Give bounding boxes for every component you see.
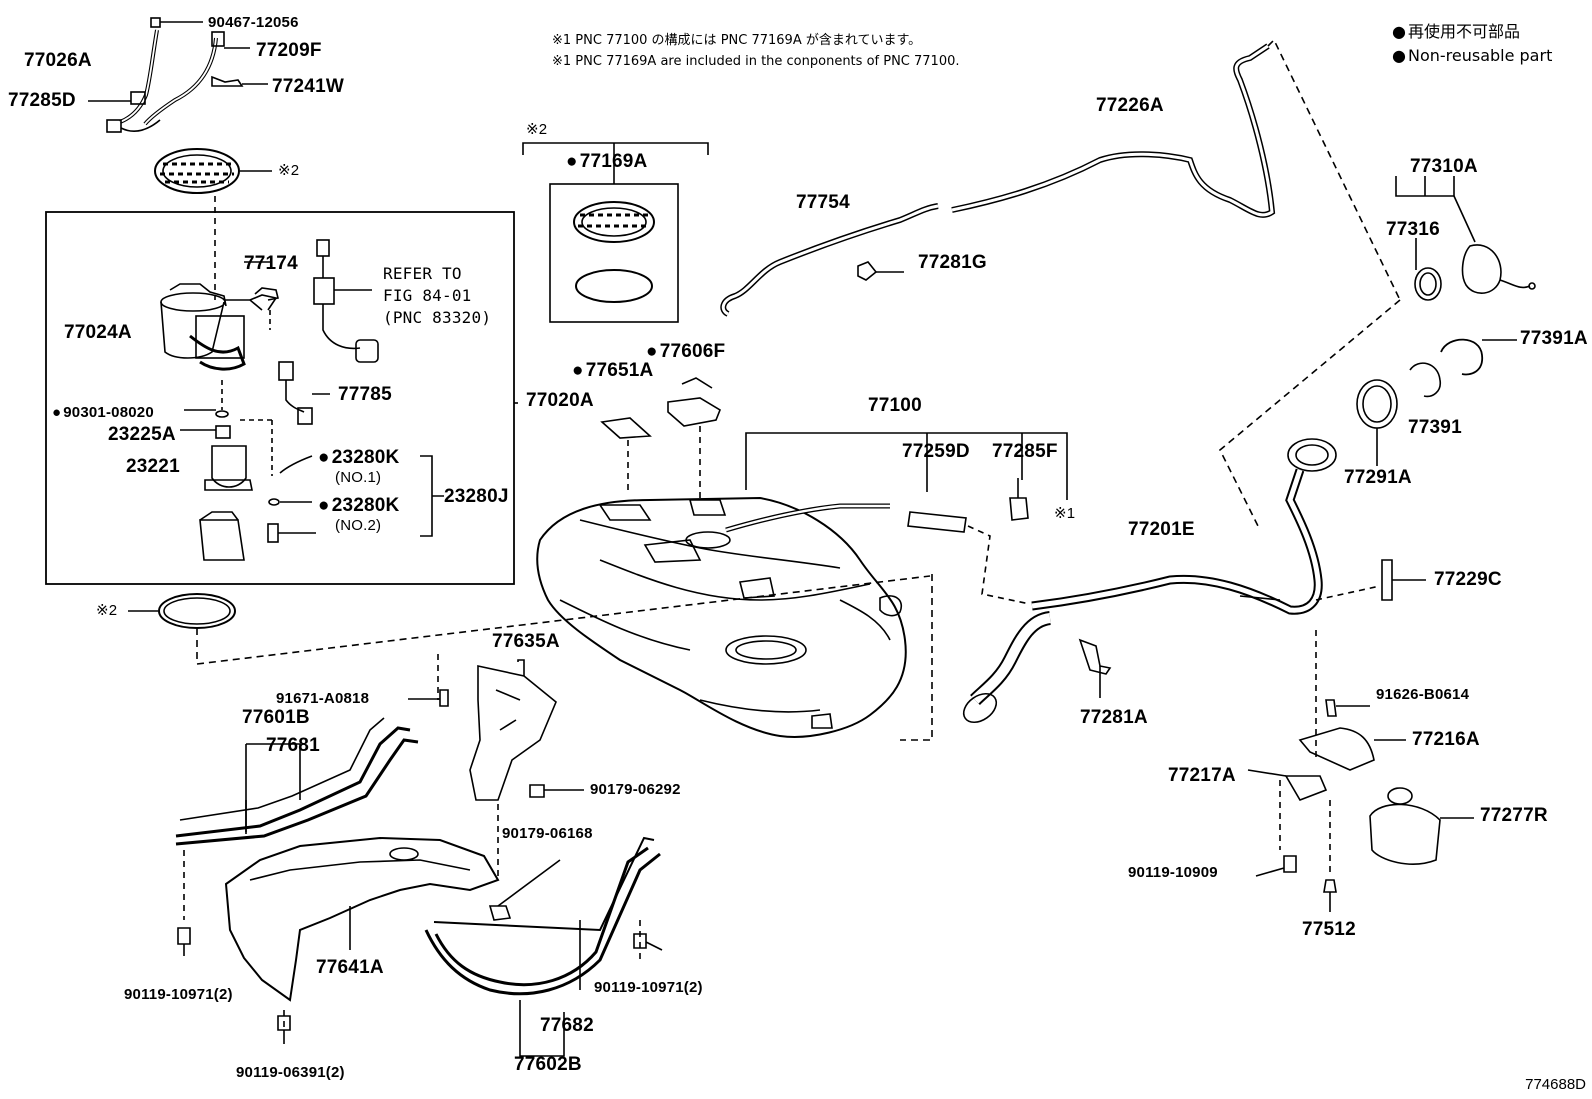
part-label[interactable]: 77226A [1096,95,1164,116]
part-label[interactable]: 77754 [796,192,850,213]
part-label[interactable]: 77201E [1128,519,1195,540]
part-label[interactable]: 77209F [256,40,322,61]
clip-77285F [1009,497,1029,521]
note-en: ※1 PNC 77169A are included in the conpon… [552,54,960,69]
part-label[interactable]: 77291A [1344,467,1412,488]
part-label[interactable]: 77277R [1480,805,1548,826]
part-sublabel: (NO.1) [335,469,382,486]
refer-line3: (PNC 83320) [383,308,492,327]
part-label-nonreusable[interactable]: 90301-08020 [52,405,154,420]
part-label[interactable]: 77285D [8,90,76,111]
bracket-77100 [745,432,1068,500]
part-label[interactable]: 77100 [868,395,922,416]
part-label[interactable]: 77681 [266,735,320,756]
hose-77259D [907,511,967,533]
gasket-left [158,593,236,629]
fuel-pump-module [160,261,278,371]
part-label[interactable]: 77024A [64,322,132,343]
part-label[interactable]: 77174 [244,253,298,274]
part-label[interactable]: 23280J [444,486,509,507]
connector-77785 [278,361,330,425]
part-label[interactable]: 77217A [1168,765,1236,786]
part-label[interactable]: 77216A [1412,729,1480,750]
part-label[interactable]: 77391A [1520,328,1588,349]
part-label-nonreusable[interactable]: 23280K [318,448,400,467]
clip-77281A [1078,638,1112,675]
vent-tube-77754 [720,203,939,317]
bracket-23280J [420,455,444,537]
strap-77682 [424,836,663,1057]
sender-gauge-parts [88,17,272,194]
mark-2: ※2 [96,602,118,619]
mark-2: ※2 [278,162,300,179]
part-label[interactable]: 77391 [1408,417,1462,438]
part-label-nonreusable[interactable]: 77606F [646,342,725,361]
part-label[interactable]: 77285F [992,441,1058,462]
clip-77281G [857,261,904,281]
part-label[interactable]: 90119-10909 [1128,864,1218,881]
part-label-nonreusable[interactable]: 23280K [318,496,400,515]
mark-2: ※2 [526,121,548,138]
legend-en: Non-reusable part [1392,46,1552,65]
part-label[interactable]: 90119-10971(2) [124,986,233,1003]
part-label[interactable]: 77641A [316,957,384,978]
filler-pipe-77201E [962,438,1337,724]
part-label[interactable]: 90467-12056 [208,14,299,31]
refer-line1: REFER TO [383,264,462,283]
part-label[interactable]: 77512 [1302,919,1356,940]
part-label[interactable]: 23221 [126,456,180,477]
kit-bracket [522,142,709,155]
part-label[interactable]: 90119-10971(2) [594,979,703,996]
figure-code: 774688D [1525,1076,1586,1093]
part-sublabel: (NO.2) [335,517,382,534]
part-label[interactable]: 77601B [242,707,310,728]
mark-1: ※1 [1054,505,1076,522]
part-label[interactable]: 77281A [1080,707,1148,728]
strap-77601B [175,717,419,956]
kit-77169A-parts [573,201,655,303]
part-label[interactable]: 23225A [108,424,176,445]
part-label[interactable]: 77682 [540,1015,594,1036]
part-label[interactable]: 77229C [1434,569,1502,590]
part-label[interactable]: 77635A [492,631,560,652]
part-label[interactable]: 77316 [1386,219,1440,240]
part-label[interactable]: 91626-B0614 [1376,686,1470,703]
pump-filter-parts [180,380,316,561]
part-label[interactable]: 77026A [24,50,92,71]
part-label[interactable]: 77241W [272,76,344,97]
part-label[interactable]: 90119-06391(2) [236,1064,345,1081]
part-label[interactable]: 90179-06292 [590,781,681,798]
part-label[interactable]: 91671-A0818 [276,690,370,707]
note-ja: ※1 PNC 77100 の構成には PNC 77169A が含まれています。 [552,33,922,48]
fuel-tank [536,496,933,741]
part-label[interactable]: 77020A [526,390,594,411]
clamp-77229C [1381,559,1426,601]
fuel-cap-parts [1356,176,1536,466]
bracket-77635A [408,654,584,921]
part-label-nonreusable[interactable]: 77169A [566,152,648,171]
part-label-nonreusable[interactable]: 77651A [572,361,654,380]
legend-ja: 再使用不可部品 [1392,22,1520,41]
pump-bracket-77174 [254,287,279,301]
refer-line2: FIG 84-01 [383,286,472,305]
vent-tube-77226A [951,38,1401,531]
part-label[interactable]: 77310A [1410,156,1478,177]
pump-assembly-box [45,211,515,585]
part-label[interactable]: 90179-06168 [502,825,593,842]
pads [600,377,721,502]
part-label[interactable]: 77259D [902,441,970,462]
connector-83320 [313,239,379,363]
part-label[interactable]: 77785 [338,384,392,405]
part-label[interactable]: 77602B [514,1054,582,1075]
part-label[interactable]: 77281G [918,252,987,273]
lower-right-parts [1247,699,1474,912]
heat-shield-77641A [224,836,500,1044]
